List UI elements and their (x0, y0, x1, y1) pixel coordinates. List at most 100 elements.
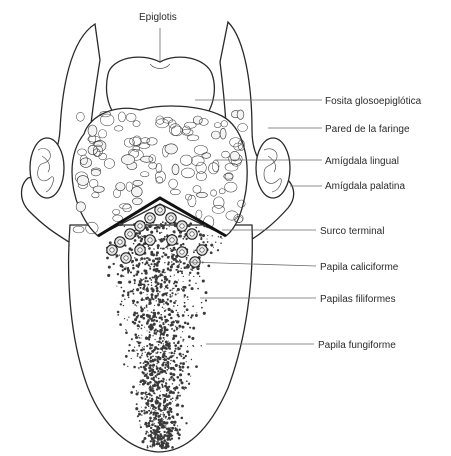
stipple-dot (166, 334, 169, 337)
palatine-tonsil-left (30, 138, 64, 198)
stipple-dot (156, 251, 159, 254)
stipple-dot (158, 442, 160, 444)
stipple-dot (176, 327, 178, 329)
stipple-dot (150, 225, 152, 227)
stipple-dot (171, 328, 173, 330)
stipple-dot (159, 403, 161, 405)
stipple-dot (167, 435, 170, 438)
stipple-dot (147, 310, 148, 311)
stipple-dot (134, 318, 137, 321)
stipple-dot (153, 377, 155, 379)
stipple-dot (170, 433, 171, 434)
stipple-dot (167, 411, 170, 414)
stipple-dot (189, 327, 191, 329)
stipple-dot (162, 307, 163, 308)
stipple-dot (179, 384, 181, 386)
stipple-dot (154, 409, 155, 410)
stipple-dot (160, 441, 163, 444)
stipple-dot (179, 366, 182, 369)
stipple-dot (181, 268, 182, 269)
stipple-dot (190, 376, 191, 377)
stipple-dot (161, 240, 163, 242)
tonsil-cell (121, 155, 134, 165)
stipple-dot (150, 253, 153, 256)
stipple-dot (136, 312, 138, 314)
stipple-dot (157, 352, 158, 353)
stipple-dot (182, 331, 183, 332)
stipple-dot (187, 296, 189, 298)
palatine-tonsil-right (256, 138, 290, 198)
stipple-dot (161, 364, 164, 367)
stipple-dot (138, 321, 140, 323)
stipple-dot (178, 340, 179, 341)
stipple-dot (163, 352, 166, 355)
stipple-dot (171, 261, 173, 263)
papilla-center (200, 248, 204, 252)
stipple-dot (164, 288, 165, 289)
stipple-dot (153, 367, 154, 368)
stipple-dot (174, 389, 176, 391)
stipple-dot (205, 299, 207, 301)
stipple-dot (182, 362, 185, 365)
label-pared: Pared de la faringe (325, 124, 410, 135)
stipple-dot (162, 385, 164, 387)
stipple-dot (142, 347, 143, 348)
stipple-dot (144, 368, 147, 371)
stipple-dot (148, 247, 151, 250)
papilla-center (124, 256, 128, 260)
stipple-dot (148, 359, 149, 360)
stipple-dot (166, 393, 168, 395)
stipple-dot (189, 279, 191, 281)
stipple-dot (158, 305, 160, 307)
stipple-dot (116, 286, 117, 287)
stipple-dot (146, 322, 149, 325)
stipple-dot (164, 370, 166, 372)
stipple-dot (134, 333, 137, 336)
stipple-dot (171, 376, 173, 378)
stipple-dot (136, 288, 139, 291)
stipple-dot (143, 284, 145, 286)
stipple-dot (155, 415, 158, 418)
stipple-dot (187, 373, 190, 376)
papilla-center (158, 208, 162, 212)
stipple-dot (154, 432, 157, 435)
stipple-dot (162, 380, 164, 382)
stipple-dot (170, 276, 172, 278)
stipple-dot (146, 257, 148, 259)
stipple-dot (164, 398, 167, 401)
stipple-dot (170, 367, 173, 370)
stipple-dot (184, 286, 187, 289)
stipple-dot (164, 385, 166, 387)
stipple-dot (168, 341, 169, 342)
stipple-dot (165, 364, 167, 366)
stipple-dot (173, 421, 176, 424)
stipple-dot (141, 273, 143, 275)
stipple-dot (142, 236, 144, 238)
stipple-dot (149, 370, 152, 373)
stipple-dot (140, 309, 143, 312)
stipple-dot (178, 433, 181, 436)
stipple-dot (157, 372, 158, 373)
stipple-dot (163, 337, 165, 339)
stipple-dot (203, 312, 206, 315)
stipple-dot (155, 410, 156, 411)
stipple-dot (150, 430, 152, 432)
stipple-dot (132, 249, 133, 250)
stipple-dot (195, 227, 197, 229)
stipple-dot (143, 410, 145, 412)
stipple-dot (159, 275, 161, 277)
stipple-dot (202, 241, 204, 243)
stipple-dot (171, 446, 174, 449)
papilla-center (110, 248, 114, 252)
stipple-dot (180, 336, 181, 337)
stipple-dot (177, 269, 178, 270)
stipple-dot (170, 265, 173, 268)
papilla-center (180, 224, 184, 228)
stipple-dot (153, 359, 156, 362)
stipple-dot (165, 425, 166, 426)
stipple-dot (128, 317, 129, 318)
stipple-dot (161, 444, 164, 447)
stipple-dot (120, 223, 123, 226)
stipple-dot (201, 237, 203, 239)
stipple-dot (150, 293, 153, 296)
